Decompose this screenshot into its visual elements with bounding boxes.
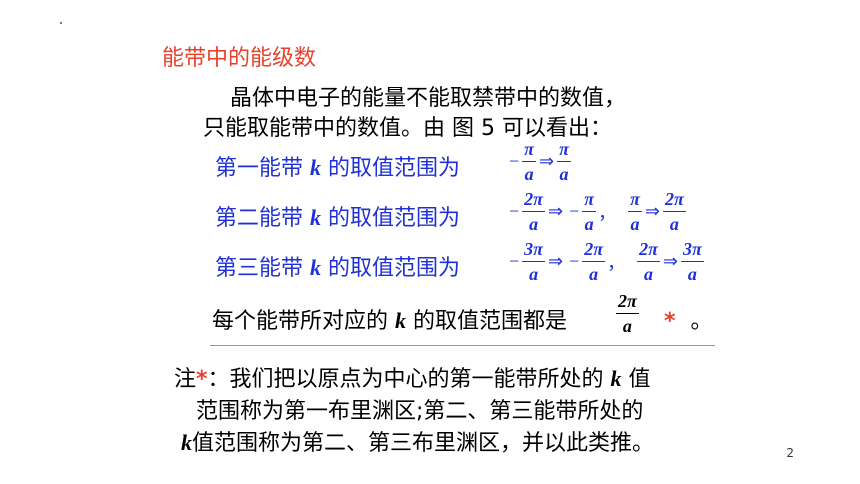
band-1-r1-from-num: π [522,140,536,162]
band-2-r2-from-num: π [628,190,642,212]
note-line-1-text: ：我们把以原点为中心的第一能带所处的 [207,367,604,392]
band-2-range: − 2π a ⇒ − π a ， π a ⇒ 2π a [506,190,686,233]
band-1-name: 第一能带 [215,156,304,181]
intro-line-2: 只能取能带中的数值。由 图 5 可以看出： [203,116,612,141]
band-3-range: − 3π a ⇒ − 2π a ， 2π a ⇒ 3π a [506,240,704,283]
summary-tail: * 。 [664,303,713,335]
band-2-r1-from-den: a [529,214,539,234]
band-3-suffix: 的取值范围为 [328,256,461,281]
band-2-r1-from-frac: 2π a [522,190,545,233]
band-2-r1-to-frac: π a [582,190,597,234]
band-3-name: 第三能带 [215,256,304,281]
band-2-r2-to-den: a [669,214,679,234]
summary-frac-den: a [622,316,632,336]
note-line-3: k值范围称为第二、第三布里渊区，并以此类推。 [181,425,654,457]
note-line-2: 范围称为第一布里渊区;第二、第三能带所处的 [196,399,644,424]
summary-period: 。 [690,309,713,334]
note-line-3-text: 值范围称为第二、第三布里渊区，并以此类推。 [192,431,655,456]
summary-fraction-group: 2π a [616,292,639,335]
note-star: * [196,367,208,392]
summary-star: * [664,309,676,334]
note-line-1-var-k: k [610,366,622,391]
summary-frac: 2π a [616,292,639,335]
summary-var-k: k [395,308,407,333]
band-3-r1-from-sign: − [509,251,520,271]
note-line-3-var-k: k [181,430,192,455]
band-3-r2-to-den: a [687,264,697,284]
band-1-suffix: 的取值范围为 [328,156,461,181]
band-2-r2-arrow: ⇒ [644,201,660,221]
band-2-suffix: 的取值范围为 [328,206,461,231]
band-1-range: − π a ⇒ π a [506,140,571,183]
band-3-r2-to-num: 3π [680,240,704,262]
band-2-r1-from-num: 2π [522,190,545,212]
band-2-r1-from-sign: − [509,201,520,221]
band-3-r2-from-den: a [643,264,653,284]
band-1-label: 第一能带 k 的取值范围为 [215,150,460,182]
band-3-r1-to-num: 2π [582,240,606,262]
band-1-r1-from-frac: π a [522,140,536,183]
band-1-r1-arrow: ⇒ [538,151,555,171]
band-1-r1-to-frac: π a [557,140,571,183]
band-2-r1-to-num: π [582,190,597,212]
summary-text: 每个能带所对应的 k 的取值范围都是 [212,303,567,335]
band-3-r2-from-frac: 2π a [637,240,660,283]
band-3-r1-from-frac: 3π a [522,240,545,283]
band-2-separator: ， [598,202,617,224]
summary-middle: 的取值范围都是 [413,309,568,334]
note-line-1: 注*：我们把以原点为中心的第一能带所处的 k 值 [174,361,651,393]
page-number: 2 [786,446,794,460]
band-2-r2-to-frac: 2π a [662,190,686,234]
band-2-r1-arrow: ⇒ [547,201,564,221]
band-3-r1-to-den: a [589,264,599,284]
band-2-r1-to-den: a [584,214,594,234]
band-3-r1-from-den: a [529,264,539,284]
band-2-name: 第二能带 [215,206,304,231]
band-3-r1-to-sign: − [569,251,580,271]
band-3-var-k: k [310,255,322,280]
summary-prefix: 每个能带所对应的 [212,309,389,334]
divider-line [210,345,715,346]
intro-line-1: 晶体中电子的能量不能取禁带中的数值， [230,86,627,111]
band-2-var-k: k [310,205,322,230]
band-3-r2-arrow: ⇒ [662,251,678,271]
band-2-label: 第二能带 k 的取值范围为 [215,200,460,232]
band-1-r1-to-num: π [557,140,571,162]
band-3-r2-to-frac: 3π a [680,240,704,284]
summary-frac-num: 2π [616,292,639,314]
band-2-r2-from-frac: π a [628,190,642,233]
band-1-var-k: k [310,155,322,180]
note-label: 注 [174,367,197,392]
note-line-1-end: 值 [628,367,651,392]
band-3-label: 第三能带 k 的取值范围为 [215,250,460,282]
band-1-r1-from-sign: − [509,151,520,171]
band-3-r1-to-frac: 2π a [582,240,606,284]
band-3-separator: ， [607,252,626,274]
band-1-r1-to-den: a [559,164,569,184]
band-2-r2-to-num: 2π [662,190,686,212]
slide-heading: 能带中的能级数 [162,46,317,71]
band-3-r1-arrow: ⇒ [547,251,564,271]
band-2-r1-to-sign: − [569,201,580,221]
band-2-r2-from-den: a [630,214,640,234]
slide-dot-marker [60,22,62,24]
band-3-r2-from-num: 2π [637,240,660,262]
band-1-r1-from-den: a [524,164,534,184]
band-3-r1-from-num: 3π [522,240,545,262]
